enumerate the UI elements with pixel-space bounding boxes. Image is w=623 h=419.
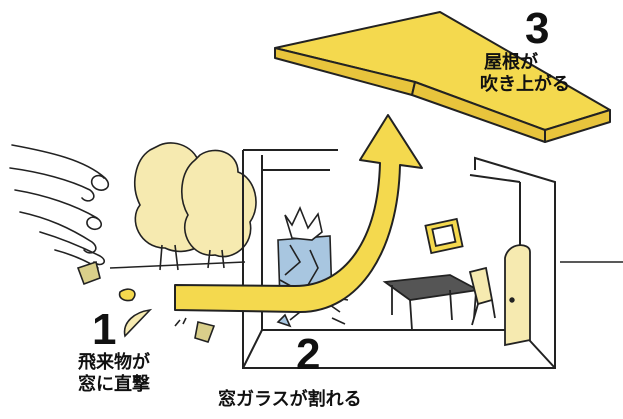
wind-lines-icon <box>9 144 110 269</box>
cup-icon <box>76 260 101 286</box>
leaf-icon <box>118 288 136 302</box>
step-1-caption-line-2: 窓に直撃 <box>78 373 150 395</box>
tree-icon <box>181 149 257 269</box>
debris <box>76 260 216 343</box>
cup-icon <box>194 321 216 343</box>
step-1-number: 1 <box>92 305 117 354</box>
leaf-icon <box>123 308 153 338</box>
step-3-caption-line-2: 吹き上がる <box>480 73 570 95</box>
step-1-caption-line-1: 飛来物が <box>78 352 150 373</box>
step-3-caption-line-1: 屋根が <box>484 52 538 73</box>
roof <box>274 11 611 143</box>
chair-icon <box>468 266 496 326</box>
broken-glass-icon <box>276 205 349 328</box>
step-3-number: 3 <box>525 4 550 53</box>
picture-frame-icon <box>424 217 464 255</box>
step-2-caption: 窓ガラスが割れる <box>218 389 362 410</box>
step-2-number: 2 <box>296 330 321 379</box>
door-icon <box>504 244 531 347</box>
step-1-caption: 飛来物が 窓に直撃 <box>78 352 188 395</box>
wind-arrow <box>174 114 423 313</box>
step-3-caption: 屋根が 吹き上がる <box>480 52 620 95</box>
table-icon <box>382 274 481 331</box>
